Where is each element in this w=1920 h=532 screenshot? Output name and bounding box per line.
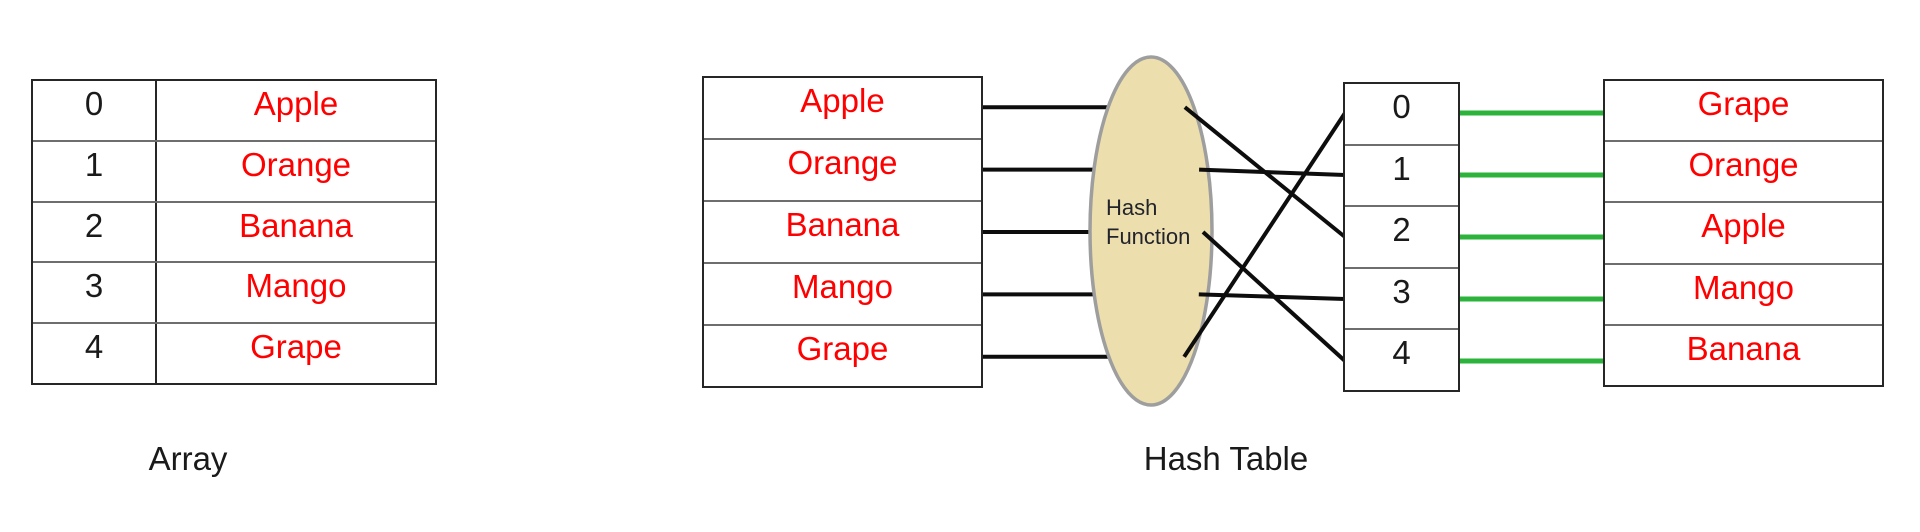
bucket-index-cell: 2 — [1392, 211, 1411, 249]
bucket-index-row: 2 — [1345, 205, 1458, 267]
array-value-cell: Apple — [253, 85, 339, 122]
hash-output-line — [1199, 167, 1346, 177]
hash-index-table: 0 1 2 3 4 — [1343, 82, 1460, 392]
hash-function-label-line1: Hash — [1106, 195, 1158, 220]
array-index-cell: 4 — [33, 324, 157, 383]
hash-function-label-line2: Function — [1106, 224, 1191, 249]
hash-output-line — [1201, 230, 1347, 363]
array-row: 0 Apple — [33, 81, 435, 140]
hash-table-section-label: Hash Table — [1143, 440, 1309, 477]
hash-function-label: Hash Function — [1106, 193, 1218, 251]
bucket-index-row: 1 — [1345, 143, 1458, 206]
key-row: Orange — [704, 138, 981, 200]
key-cell: Grape — [796, 330, 889, 367]
hash-values-table: Grape Orange Apple Mango Banana — [1603, 79, 1884, 387]
bucket-value-row: Mango — [1605, 262, 1882, 324]
bucket-value-cell: Grape — [1697, 85, 1790, 122]
array-value-cell: Orange — [240, 145, 352, 183]
bucket-value-cell: Apple — [1701, 207, 1786, 245]
bucket-index-row: 3 — [1345, 266, 1458, 329]
array-index-cell: 0 — [33, 81, 157, 140]
key-cell: Orange — [787, 144, 898, 181]
array-index-cell: 2 — [33, 202, 157, 262]
array-value-cell: Banana — [239, 206, 353, 244]
bucket-index-row: 0 — [1345, 84, 1458, 144]
array-section-label: Array — [148, 440, 228, 477]
key-row: Apple — [704, 78, 981, 138]
bucket-value-cell: Mango — [1693, 268, 1794, 306]
key-row: Grape — [704, 324, 981, 386]
bucket-value-row: Banana — [1605, 323, 1882, 385]
array-table: 0 Apple 1 Orange 2 Banana 3 Mango 4 Grap… — [31, 79, 437, 385]
array-index-cell: 1 — [33, 141, 157, 201]
key-row: Banana — [704, 200, 981, 262]
key-row: Mango — [704, 262, 981, 324]
array-row: 3 Mango — [33, 261, 435, 323]
bucket-index-cell: 4 — [1392, 334, 1411, 372]
array-value-cell: Mango — [245, 267, 347, 305]
array-row: 2 Banana — [33, 200, 435, 262]
bucket-value-cell: Banana — [1686, 329, 1801, 367]
key-cell: Banana — [785, 206, 900, 243]
hash-keys-table: Apple Orange Banana Mango Grape — [702, 76, 983, 388]
hash-output-line — [1198, 292, 1346, 301]
bucket-index-cell: 1 — [1392, 149, 1411, 187]
bucket-index-cell: 0 — [1392, 88, 1411, 125]
bucket-value-cell: Orange — [1688, 146, 1799, 184]
bucket-value-row: Apple — [1605, 201, 1882, 262]
array-row: 4 Grape — [33, 322, 435, 383]
bucket-index-cell: 3 — [1392, 272, 1411, 310]
bucket-index-row: 4 — [1345, 328, 1458, 390]
key-cell: Mango — [792, 268, 893, 305]
array-value-cell: Grape — [250, 328, 342, 366]
bucket-value-row: Orange — [1605, 140, 1882, 201]
array-index-cell: 3 — [33, 263, 157, 323]
key-cell: Apple — [800, 82, 885, 119]
array-row: 1 Orange — [33, 139, 435, 201]
bucket-value-row: Grape — [1605, 81, 1882, 140]
